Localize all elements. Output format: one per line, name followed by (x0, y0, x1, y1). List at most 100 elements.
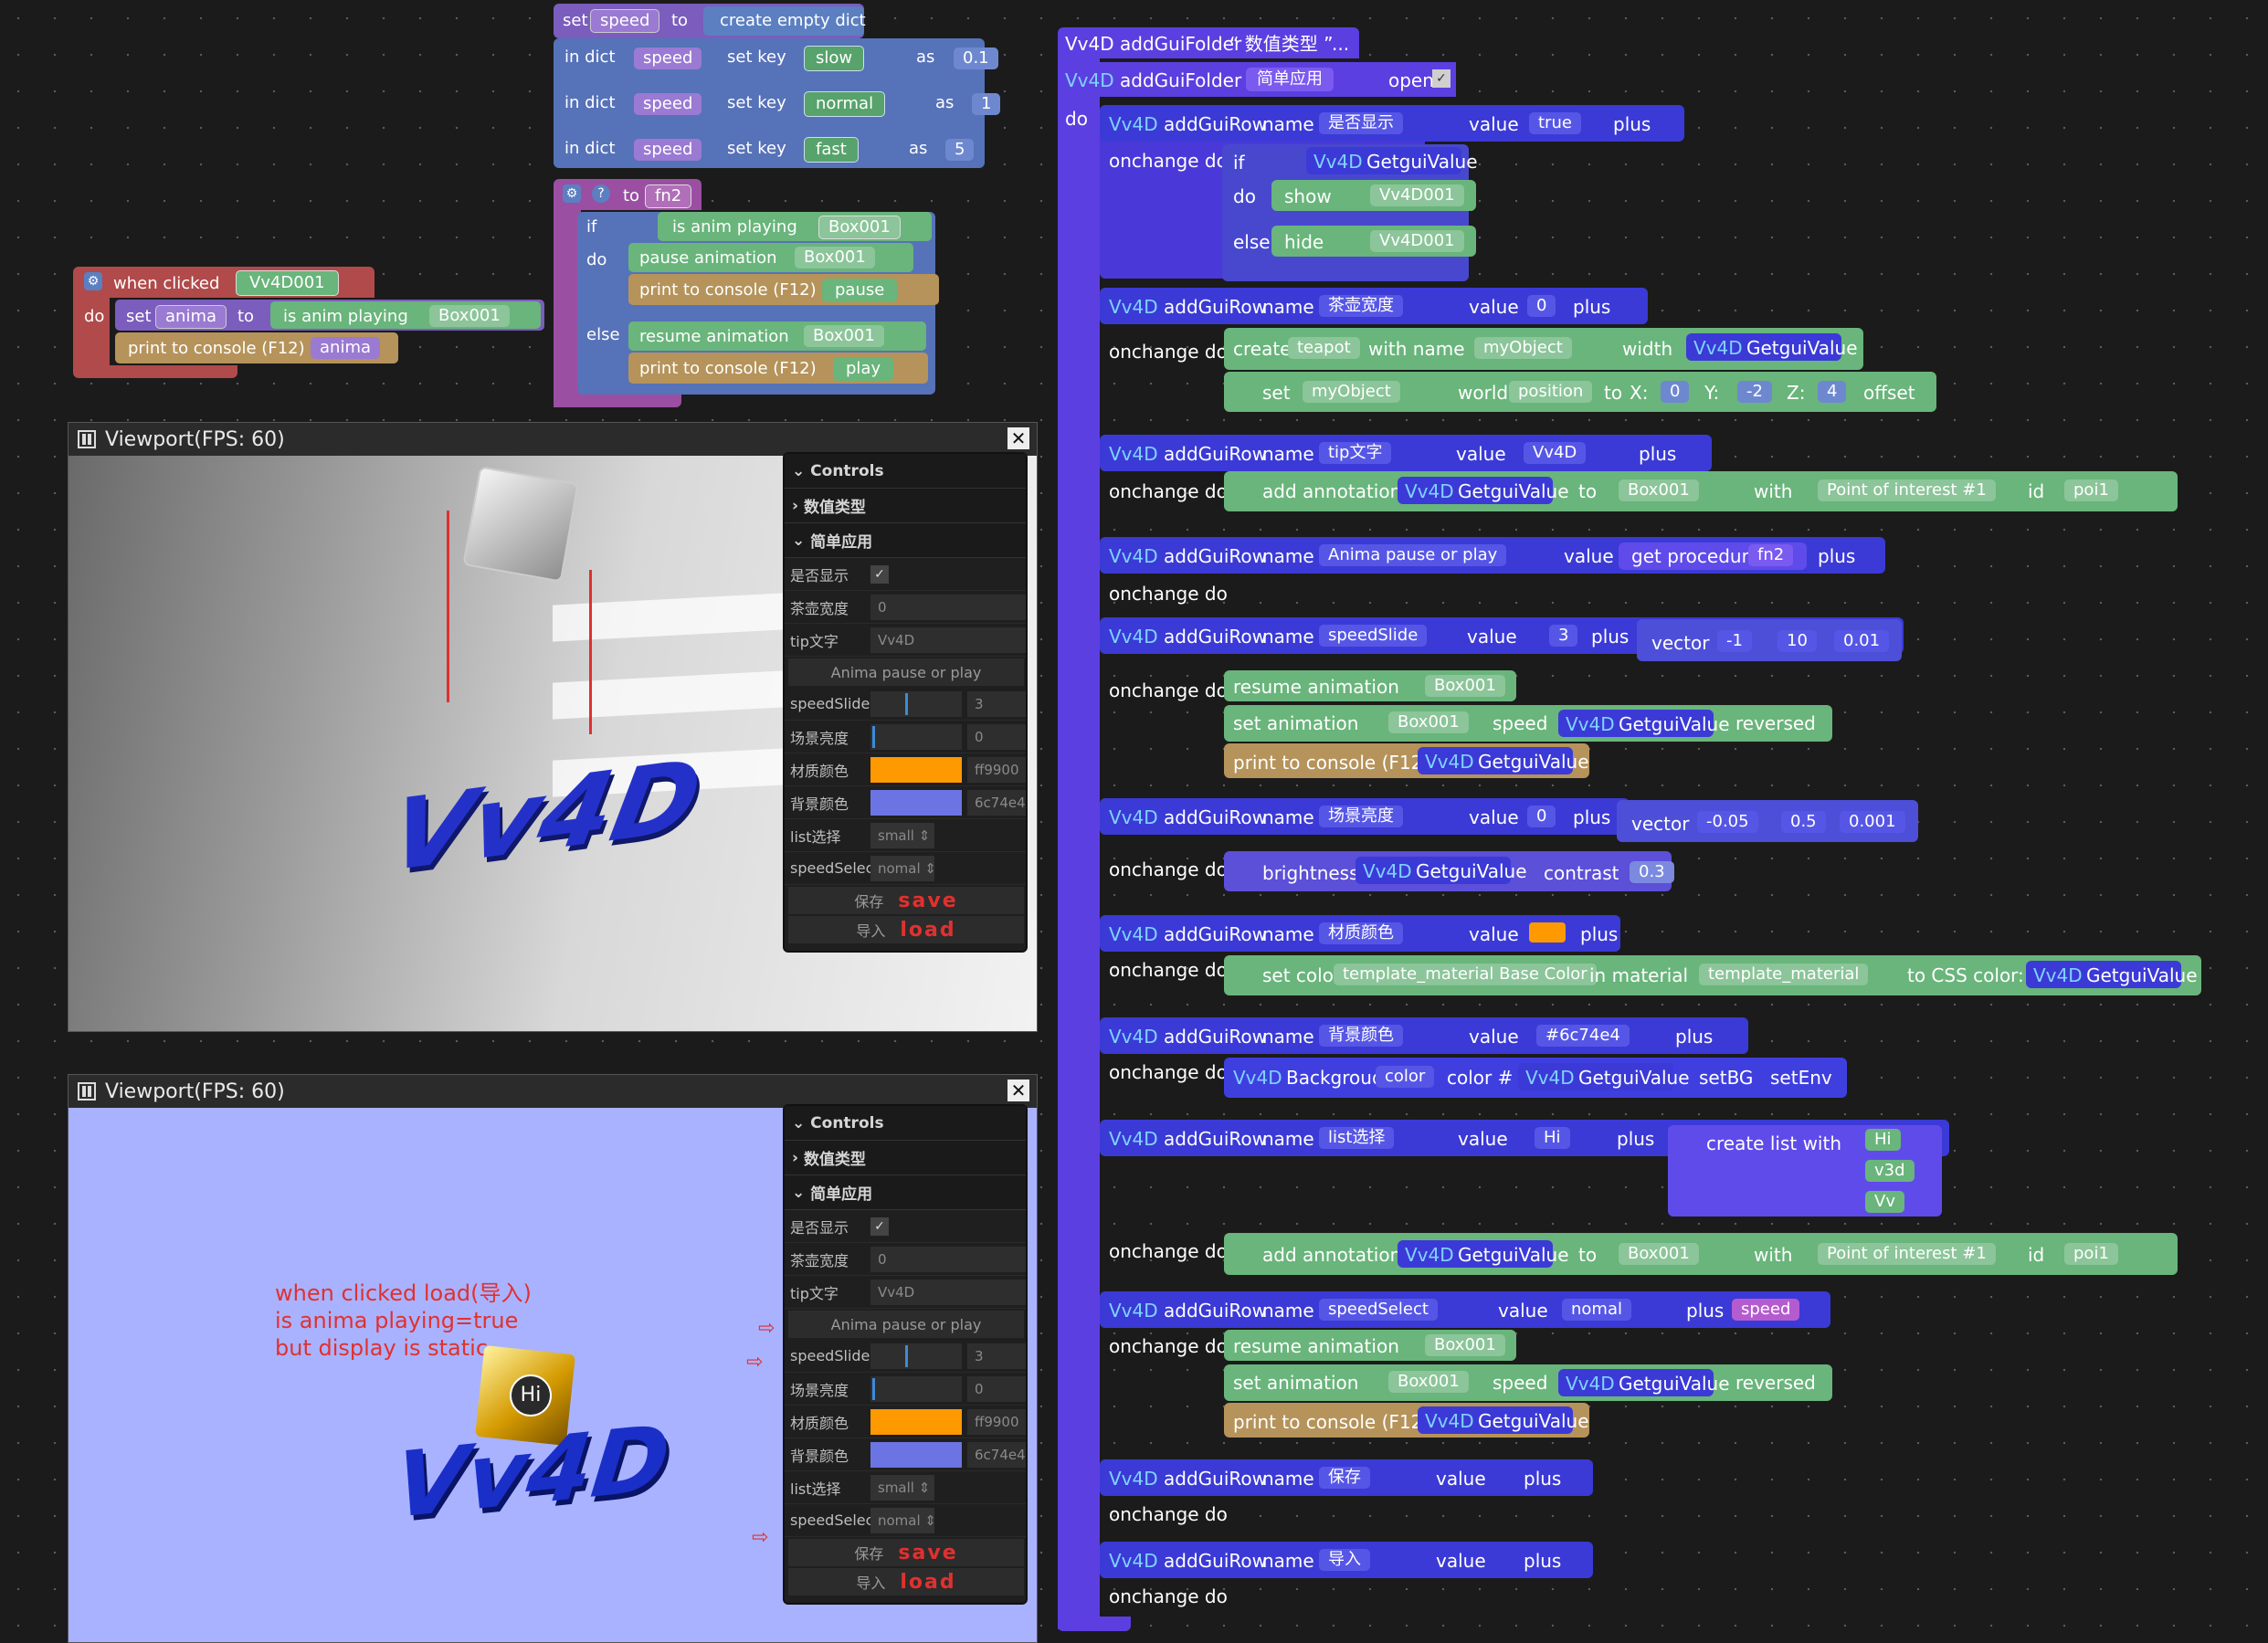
row-name-string[interactable]: Anima pause or play (1319, 544, 1507, 566)
box-dropdown[interactable]: Box001 (795, 247, 875, 269)
checkbox[interactable]: ✓ (1432, 69, 1450, 88)
add-annotation-block[interactable] (1224, 471, 2178, 511)
object-dropdown[interactable]: Box001 (1425, 1334, 1505, 1356)
slider[interactable] (870, 690, 962, 717)
speed-var[interactable]: speed (1732, 1299, 1800, 1321)
value-number[interactable]: 5 (945, 139, 975, 161)
teapot-cube[interactable] (462, 466, 579, 583)
select[interactable]: nomal ⇕ (870, 855, 936, 881)
material-object[interactable]: template_material (1699, 964, 1869, 985)
position-dropdown[interactable]: position (1509, 381, 1593, 403)
pause-icon[interactable] (78, 430, 96, 448)
row-name-string[interactable]: 茶壶宽度 (1319, 295, 1403, 317)
vector-y[interactable]: 10 (1777, 630, 1817, 652)
z-value[interactable]: 4 (1818, 381, 1847, 403)
object-dropdown[interactable]: Vv4D001 (1370, 184, 1464, 206)
getguivalue-block[interactable] (1518, 1063, 1673, 1090)
row-name-string[interactable]: tip文字 (1319, 442, 1392, 464)
set-animation-block[interactable] (1224, 1364, 1832, 1401)
row-name-string[interactable]: list选择 (1319, 1127, 1395, 1149)
poi-string[interactable]: Point of interest #1 (1818, 479, 1996, 501)
color-swatch[interactable] (870, 1441, 962, 1468)
row-show[interactable]: 是否显示✓ (785, 1210, 1026, 1243)
getguivalue-block[interactable] (1398, 477, 1553, 504)
contrast-value[interactable]: 0.3 (1630, 861, 1674, 883)
box-dropdown[interactable]: Box001 (804, 325, 884, 347)
gui-folder-string[interactable]: “ 数值类型 ” (1229, 33, 1334, 55)
object-dropdown[interactable]: Box001 (1388, 1371, 1469, 1393)
folder-simple-app[interactable]: ⌄ 简单应用 (785, 1175, 1026, 1210)
speed-var[interactable]: speed (634, 139, 702, 161)
checkbox[interactable]: ✓ (870, 1216, 889, 1236)
speed-var-dropdown[interactable]: speed (590, 9, 660, 33)
value-number[interactable]: 0.1 (954, 47, 998, 69)
viewport-2[interactable]: Viewport(FPS: 60) ✕ when clicked load(导入… (68, 1074, 1038, 1643)
gear-icon[interactable]: ⚙ (84, 272, 102, 290)
string-play[interactable]: play (833, 357, 894, 381)
select[interactable]: nomal ⇕ (870, 1507, 936, 1533)
close-icon[interactable]: ✕ (1007, 427, 1029, 449)
id-string[interactable]: poi1 (2064, 1243, 2118, 1265)
value-string[interactable]: #6c74e4 (1536, 1025, 1630, 1047)
controls-header[interactable]: ⌄ Controls (785, 1106, 1026, 1141)
box-dropdown[interactable]: Box001 (429, 305, 510, 327)
getguivalue-block[interactable] (1306, 147, 1461, 174)
slider[interactable] (870, 723, 962, 750)
value-number[interactable]: 3 (1549, 625, 1578, 647)
anima-var[interactable]: anima (311, 337, 381, 359)
row-name-string[interactable]: 材质颜色 (1319, 922, 1403, 944)
box-dropdown[interactable]: Box001 (818, 216, 901, 239)
list-item[interactable]: v3d (1865, 1160, 1915, 1182)
speed-var[interactable]: speed (634, 93, 702, 115)
y-value[interactable]: -2 (1737, 381, 1772, 403)
key-string[interactable]: slow (804, 46, 865, 71)
slider[interactable] (870, 1375, 962, 1402)
getguivalue-block[interactable] (1418, 1406, 1573, 1434)
folder-simple-app[interactable]: ⌄ 简单应用 (785, 523, 1026, 558)
value-string[interactable]: Hi (1535, 1127, 1570, 1149)
row-name-string[interactable]: speedSlide (1319, 625, 1428, 647)
pause-icon[interactable] (78, 1082, 96, 1101)
number-input[interactable]: 0 (870, 1246, 1026, 1272)
value-number[interactable]: 0 (1527, 295, 1556, 317)
color-swatch[interactable] (870, 789, 962, 816)
close-icon[interactable]: ✕ (1007, 1080, 1029, 1101)
row-name-string[interactable]: speedSelect (1319, 1299, 1438, 1321)
gear-icon[interactable]: ⚙ (563, 184, 581, 203)
key-string[interactable]: fast (804, 137, 859, 163)
getguivalue-block[interactable] (1356, 857, 1511, 884)
row-name-string[interactable]: 场景亮度 (1319, 806, 1403, 827)
object-dropdown[interactable]: myObject (1303, 381, 1400, 403)
fn2-name-field[interactable]: fn2 (645, 184, 692, 208)
vector-x[interactable]: -1 (1717, 630, 1752, 652)
create-dict-block[interactable] (703, 6, 864, 36)
getguivalue-block[interactable] (1686, 333, 1841, 361)
row-name-string[interactable]: 是否显示 (1319, 112, 1403, 134)
object-dropdown[interactable]: Box001 (1388, 711, 1469, 733)
material-dropdown[interactable]: template_material Base Color (1334, 964, 1597, 985)
value-string[interactable]: nomal (1562, 1299, 1631, 1321)
object-name-string[interactable]: myObject (1474, 337, 1572, 359)
vector-z[interactable]: 0.01 (1834, 630, 1890, 652)
help-icon[interactable]: ? (592, 184, 610, 203)
object-dropdown[interactable]: Vv4D001 (1370, 230, 1464, 252)
anima-button[interactable]: Anima pause or play (788, 1311, 1024, 1338)
select[interactable]: small ⇕ (870, 1474, 934, 1501)
speed-var[interactable]: speed (634, 47, 702, 69)
poi-string[interactable]: Point of interest #1 (1818, 1243, 1996, 1265)
color-dropdown[interactable]: color (1376, 1066, 1435, 1088)
checkbox[interactable]: ✓ (870, 564, 889, 584)
